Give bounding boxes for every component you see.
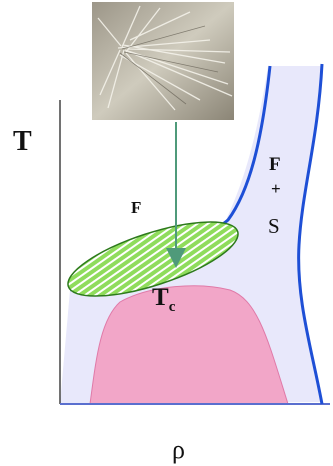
critical-temp-subscript: c: [169, 299, 176, 315]
coexist-fluid-label: F: [269, 154, 281, 175]
x-axis-label: ρ: [172, 435, 185, 464]
coexist-solid-label: S: [268, 214, 280, 238]
fluid-label: F: [131, 198, 141, 217]
crystal-needles-photo: [92, 2, 234, 120]
y-axis-label: T: [13, 126, 32, 157]
critical-temp-symbol: T: [152, 284, 169, 311]
coexist-plus-label: +: [271, 179, 281, 198]
